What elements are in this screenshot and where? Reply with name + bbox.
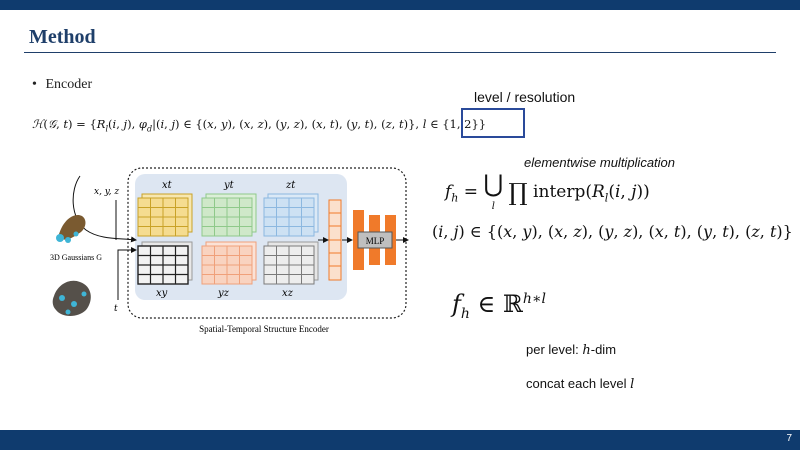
- bullet-encoder: • Encoder: [32, 77, 92, 93]
- encoder-caption: Spatial-Temporal Structure Encoder: [199, 324, 329, 334]
- equation-pairs: (i, j) ∈ {(x, y), (x, z), (y, z), (x, t)…: [432, 222, 793, 241]
- equation-hashgrid-text: ℋ(𝒢, t) = {Rl(i, j), φd|(i, j) ∈ {(x, y)…: [32, 117, 486, 131]
- mlp-block: MLP: [353, 210, 396, 270]
- plane-label-zt: zt: [285, 180, 296, 191]
- slide-title: Method: [29, 26, 96, 49]
- input-xyz-label: x, y, z: [94, 187, 119, 197]
- page-number: 7: [786, 433, 792, 444]
- title-divider: [24, 52, 776, 53]
- plane-xt: [138, 194, 192, 236]
- plane-yz: [202, 242, 256, 284]
- top-bar: [0, 0, 800, 10]
- plane-label-yt: yt: [223, 180, 235, 191]
- annotation-elementwise: elementwise multiplication: [524, 155, 675, 170]
- plane-label-xt: xt: [162, 180, 173, 191]
- equation-fh-def: fh = ⋃l ∏ interp(Rl(i, j)): [445, 172, 650, 213]
- annotation-level-resolution: level / resolution: [474, 89, 575, 105]
- gaussians-label: 3D Gaussians G: [50, 253, 102, 262]
- plane-xy: [138, 242, 192, 284]
- annotation-per-level: per level: h-dim: [526, 342, 616, 358]
- plane-xz: [264, 242, 318, 284]
- bullet-text: Encoder: [46, 77, 93, 92]
- plane-yt: [202, 194, 256, 236]
- gaussian-creature-icon: [53, 281, 91, 316]
- input-t-label: t: [114, 304, 118, 314]
- gaussian-dino-icon: [56, 215, 85, 243]
- input-arrow-t: [118, 250, 136, 300]
- plane-zt: [264, 194, 318, 236]
- feature-vector: [329, 200, 341, 280]
- plane-label-xz: xz: [282, 288, 294, 299]
- mlp-label: MLP: [366, 236, 385, 246]
- equation-hashgrid: ℋ(𝒢, t) = {Rl(i, j), φd|(i, j) ∈ {(x, y)…: [32, 117, 486, 133]
- annotation-concat: concat each level l: [526, 376, 634, 392]
- footer-bar: 7: [0, 430, 800, 450]
- encoder-figure: xt yt zt xy yz xz MLP x, y, z t 3D Gauss…: [40, 160, 420, 340]
- plane-label-yz: yz: [217, 288, 230, 299]
- equation-fh-dim: fh ∈ ℝh∗l: [452, 290, 546, 322]
- bullet-dot: •: [32, 77, 42, 93]
- highlight-box-level: [461, 108, 525, 138]
- plane-label-xy: xy: [156, 288, 168, 299]
